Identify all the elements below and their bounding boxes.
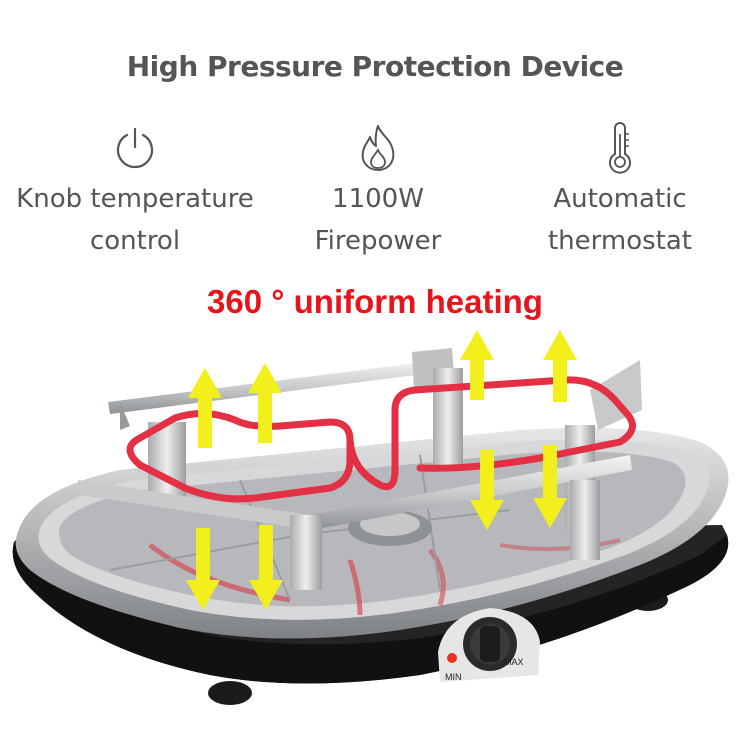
heating-element bbox=[126, 376, 636, 503]
feature-line2: thermostat bbox=[547, 226, 692, 256]
indicator-light-icon bbox=[447, 653, 457, 663]
feature-line2: control bbox=[89, 226, 181, 256]
feature-1100w-firepower: 1100W Firepower bbox=[253, 118, 503, 262]
knob-max-label: MAX bbox=[504, 657, 524, 667]
heating-label: 360 ° uniform heating bbox=[207, 283, 543, 320]
feature-line1: Knob temperature bbox=[16, 184, 254, 214]
thermometer-icon bbox=[495, 118, 745, 178]
temperature-knob[interactable]: MIN MAX bbox=[438, 608, 540, 682]
arrows-up bbox=[188, 330, 577, 448]
feature-line2: Firepower bbox=[314, 226, 442, 256]
page-title: High Pressure Protection Device bbox=[126, 50, 624, 83]
feature-automatic-thermostat: Automatic thermostat bbox=[495, 118, 745, 262]
feature-knob-temperature-control: Knob temperature control bbox=[10, 118, 260, 262]
power-icon bbox=[10, 118, 260, 178]
arrows-down bbox=[186, 445, 567, 610]
grill-product-image: MIN MAX bbox=[12, 330, 729, 705]
feature-line1: 1100W bbox=[332, 184, 424, 214]
feature-line1: Automatic bbox=[553, 184, 687, 214]
flame-icon bbox=[253, 118, 503, 178]
knob-min-label: MIN bbox=[445, 672, 462, 682]
